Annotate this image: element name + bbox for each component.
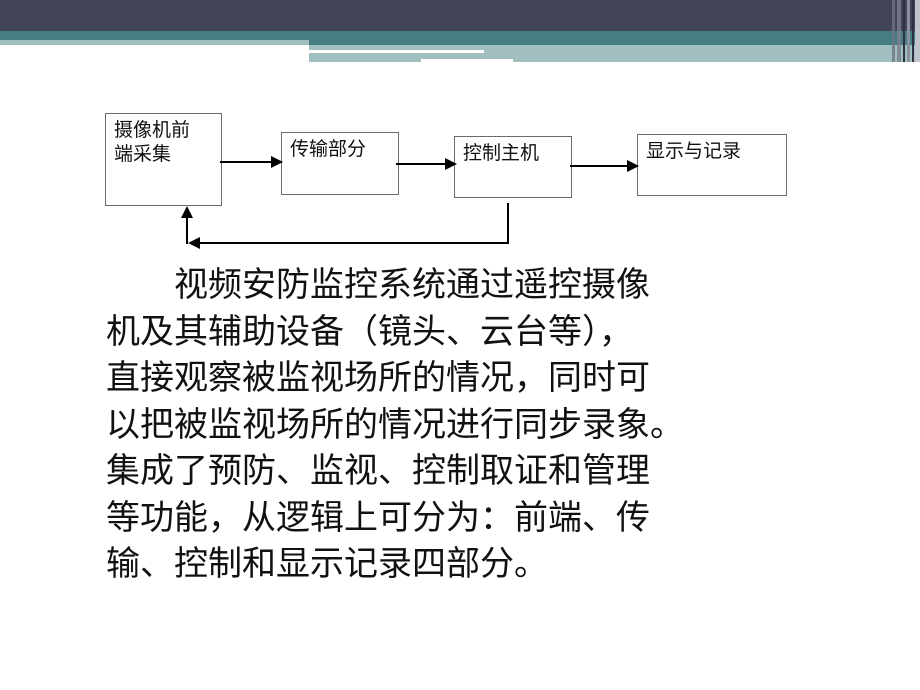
- paragraph-line: 输、控制和显示记录四部分。: [106, 544, 548, 584]
- paragraph-line: 视频安防监控系统通过遥控摄像: [106, 265, 650, 305]
- feedback-line-down: [507, 203, 509, 243]
- header-vertical-stripes: [892, 0, 920, 62]
- box-label: 显示与记录: [646, 140, 742, 162]
- header-light-band-left: [0, 40, 309, 45]
- header-dark-band: [0, 0, 920, 31]
- arrow-frontend-to-transmission: [220, 161, 272, 163]
- arrow-head-icon: [445, 158, 457, 170]
- box-label-line: 摄像机前: [114, 119, 191, 141]
- box-label: 传输部分: [290, 138, 367, 160]
- box-transmission: 传输部分: [281, 132, 399, 195]
- paragraph-line: 等功能，从逻辑上可分为：前端、传: [106, 497, 650, 538]
- arrow-head-icon: [181, 206, 193, 218]
- paragraph-line: 直接观察被监视场所的情况，同时可: [106, 358, 650, 398]
- header-light-band-right: [309, 45, 920, 62]
- paragraph-line: 集成了预防、监视、控制取证和管理: [106, 451, 650, 491]
- feedback-line-up: [186, 218, 188, 244]
- description-paragraph: 视频安防监控系统通过遥控摄像 机及其辅助设备（镜头、云台等）， 直接观察被监视场…: [106, 262, 786, 588]
- box-control-host: 控制主机: [454, 136, 572, 198]
- arrow-control-to-display: [570, 165, 628, 167]
- header-white-stripe-1: [309, 50, 484, 53]
- box-display-record: 显示与记录: [637, 134, 787, 196]
- paragraph-line: 以把被监视场所的情况进行同步录象。: [106, 404, 684, 445]
- feedback-line-horizontal: [190, 242, 509, 244]
- box-label: 控制主机: [463, 142, 540, 164]
- box-label-line: 端采集: [114, 143, 172, 165]
- paragraph-line: 机及其辅助设备（镜头、云台等），: [106, 311, 633, 352]
- arrow-head-icon: [188, 237, 200, 249]
- arrow-head-icon: [271, 156, 283, 168]
- arrow-head-icon: [627, 160, 639, 172]
- header-white-stripe-2: [421, 59, 513, 62]
- arrow-transmission-to-control: [396, 163, 446, 165]
- box-front-end-capture: 摄像机前 端采集: [105, 113, 222, 206]
